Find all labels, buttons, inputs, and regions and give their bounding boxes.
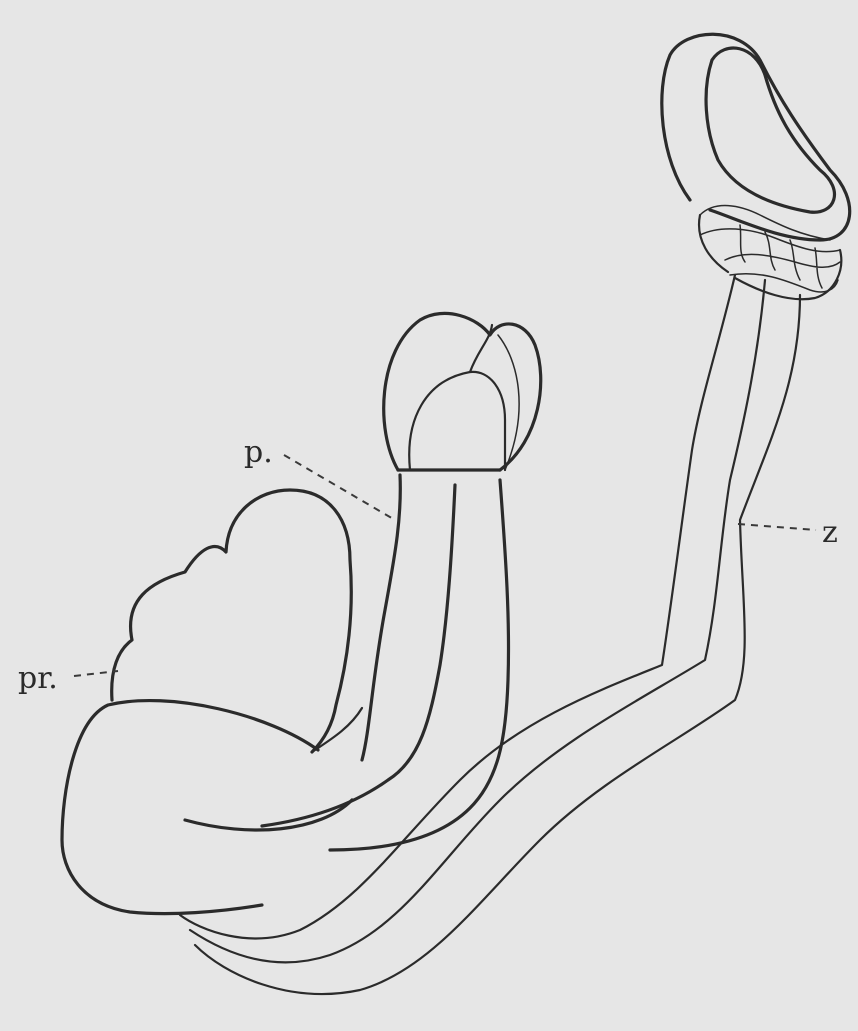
- leader-line-z: [738, 524, 816, 530]
- label-z: z: [822, 515, 838, 550]
- label-pr: pr.: [18, 661, 58, 696]
- basal-body-outline: [62, 701, 318, 914]
- tube-head-inner-left: [409, 372, 505, 470]
- terminal-organ-inner: [706, 48, 834, 212]
- tube-head-outline: [384, 313, 541, 470]
- tube-head-inner-right: [498, 335, 519, 470]
- leader-line-p: [284, 455, 395, 520]
- terminal-organ-outline: [662, 34, 850, 240]
- label-p: p.: [244, 435, 273, 470]
- terminal-organ-folds: [700, 206, 840, 292]
- duct-line-middle: [190, 280, 765, 962]
- tube-outer-wall: [362, 475, 400, 760]
- tube-inner-wall: [262, 485, 455, 826]
- duct-line-inner: [195, 295, 800, 994]
- tube-right-wall: [330, 480, 509, 850]
